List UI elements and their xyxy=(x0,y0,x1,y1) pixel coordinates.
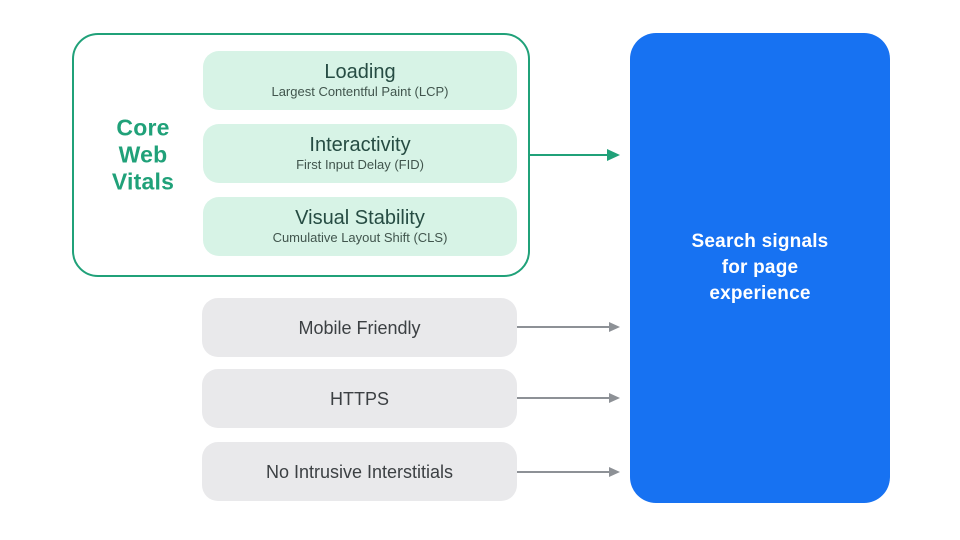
label-line: Web xyxy=(118,141,168,168)
arrow-head-icon xyxy=(609,393,620,403)
vital-title: Interactivity xyxy=(309,134,411,156)
label-line: Core xyxy=(116,114,170,141)
signal-card-no-intrusive-interstitials: No Intrusive Interstitials xyxy=(202,442,517,501)
arrow-head-icon xyxy=(609,467,620,477)
arrow-line xyxy=(517,397,611,399)
vital-card-visual-stability: Visual Stability Cumulative Layout Shift… xyxy=(203,197,517,256)
label-line: for page xyxy=(721,257,799,278)
arrow-mobile-friendly xyxy=(517,321,620,333)
vital-card-loading: Loading Largest Contentful Paint (LCP) xyxy=(203,51,517,110)
signal-label: Mobile Friendly xyxy=(298,317,421,338)
arrow-head-icon xyxy=(607,149,620,161)
arrow-head-icon xyxy=(609,322,620,332)
vital-subtitle: First Input Delay (FID) xyxy=(296,157,424,172)
core-web-vitals-list: Loading Largest Contentful Paint (LCP) I… xyxy=(203,51,517,256)
arrow-line xyxy=(517,471,611,473)
search-signals-panel: Search signals for page experience xyxy=(630,33,890,503)
vital-card-interactivity: Interactivity First Input Delay (FID) xyxy=(203,124,517,183)
core-web-vitals-group: Core Web Vitals Loading Largest Contentf… xyxy=(72,33,530,277)
signal-card-mobile-friendly: Mobile Friendly xyxy=(202,298,517,357)
signal-label: HTTPS xyxy=(329,388,389,409)
vital-subtitle: Largest Contentful Paint (LCP) xyxy=(271,84,449,99)
vital-title: Loading xyxy=(324,61,396,83)
arrow-https xyxy=(517,392,620,404)
arrow-core-web-vitals xyxy=(530,149,620,161)
label-line: experience xyxy=(709,283,811,304)
signal-card-https: HTTPS xyxy=(202,369,517,428)
arrow-no-intrusive-interstitials xyxy=(517,466,620,478)
core-web-vitals-label: Core Web Vitals xyxy=(88,115,198,196)
arrow-line xyxy=(517,326,611,328)
label-line: Search signals xyxy=(691,231,829,252)
signal-label: No Intrusive Interstitials xyxy=(265,461,454,482)
vital-title: Visual Stability xyxy=(295,207,425,229)
search-signals-label: Search signals for page experience xyxy=(692,229,829,307)
arrow-line xyxy=(530,154,609,156)
vital-subtitle: Cumulative Layout Shift (CLS) xyxy=(272,230,448,245)
label-line: Vitals xyxy=(111,168,175,195)
